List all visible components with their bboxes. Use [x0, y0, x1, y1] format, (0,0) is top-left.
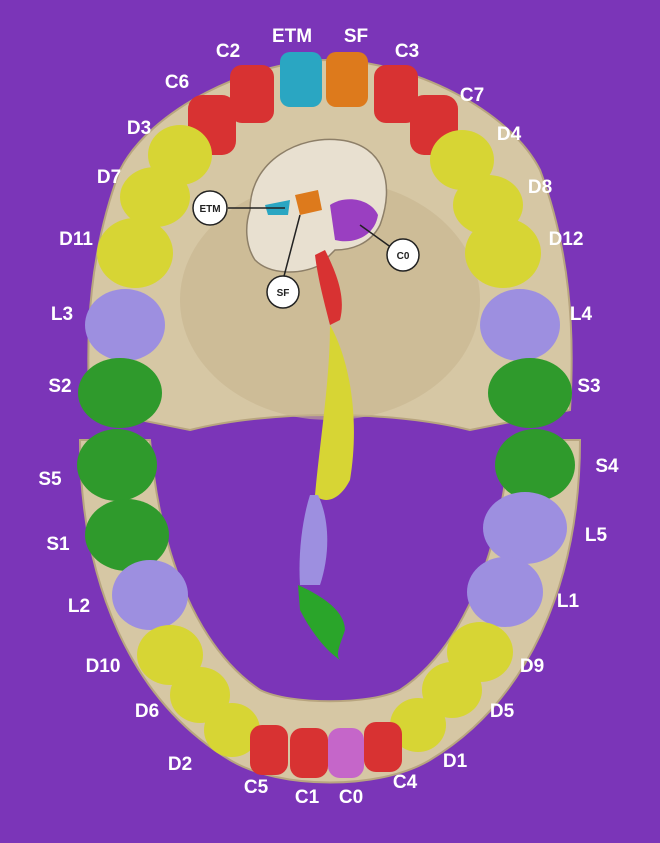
tooth-d7 — [120, 167, 190, 227]
label-s2: S2 — [48, 376, 71, 397]
callout-c0-text: C0 — [397, 251, 410, 262]
label-c6: C6 — [165, 72, 189, 93]
label-d6: D6 — [135, 701, 159, 722]
label-d4: D4 — [497, 124, 522, 145]
label-d12: D12 — [549, 229, 584, 250]
label-l1: L1 — [557, 591, 580, 612]
callout-sf-text: SF — [277, 288, 290, 299]
tooth-d12 — [465, 218, 541, 288]
label-c2: C2 — [216, 41, 240, 62]
label-s3: S3 — [577, 376, 600, 397]
label-s5: S5 — [38, 469, 62, 490]
label-d11: D11 — [59, 229, 93, 250]
tooth-d2 — [204, 703, 260, 757]
tooth-c5 — [250, 725, 288, 775]
callout-sf: SF — [266, 214, 301, 309]
tooth-l4 — [480, 289, 560, 361]
tooth-c4 — [364, 722, 402, 772]
label-etm: ETM — [272, 26, 312, 47]
tooth-c1 — [290, 728, 328, 778]
callout-etm: ETM — [192, 190, 285, 226]
label-c4: C4 — [393, 772, 418, 793]
label-l5: L5 — [585, 525, 608, 546]
label-c7: C7 — [460, 85, 484, 106]
tooth-l5 — [483, 492, 567, 564]
tooth-l2 — [112, 560, 188, 630]
tooth-d11 — [97, 218, 173, 288]
tooth-sf — [326, 52, 368, 107]
tooth-s4 — [495, 429, 575, 501]
label-c3: C3 — [395, 41, 419, 62]
tooth-l3 — [85, 289, 165, 361]
label-c1: C1 — [295, 787, 320, 808]
label-d9: D9 — [520, 656, 544, 677]
label-sf: SF — [344, 26, 368, 47]
label-d8: D8 — [528, 177, 552, 198]
label-s4: S4 — [595, 456, 619, 477]
label-l3: L3 — [51, 304, 73, 325]
tooth-s1 — [85, 499, 169, 571]
label-d2: D2 — [168, 754, 192, 775]
callout-c0: C0 — [359, 224, 420, 272]
label-d10: D10 — [86, 656, 121, 677]
label-d5: D5 — [490, 701, 515, 722]
skull-illustration — [245, 138, 388, 273]
tooth-c2 — [230, 65, 274, 123]
tooth-d4 — [430, 130, 494, 190]
tooth-s2 — [78, 358, 162, 428]
callout-etm-text: ETM — [199, 204, 220, 215]
label-d7: D7 — [97, 167, 121, 188]
tooth-d1 — [390, 698, 446, 752]
spine-illustration — [298, 250, 354, 660]
label-l4: L4 — [570, 304, 593, 325]
tooth-c3 — [374, 65, 418, 123]
label-d1: D1 — [443, 751, 468, 772]
tooth-c0 — [328, 728, 364, 778]
label-l2: L2 — [68, 596, 90, 617]
label-c0: C0 — [339, 787, 363, 808]
label-c5: C5 — [244, 777, 269, 798]
tooth-d5 — [422, 662, 482, 718]
tooth-s3 — [488, 358, 572, 428]
tooth-s5 — [77, 429, 157, 501]
label-d3: D3 — [127, 118, 151, 139]
tooth-l1 — [467, 557, 543, 627]
label-s1: S1 — [46, 534, 70, 555]
tooth-etm — [280, 52, 322, 107]
